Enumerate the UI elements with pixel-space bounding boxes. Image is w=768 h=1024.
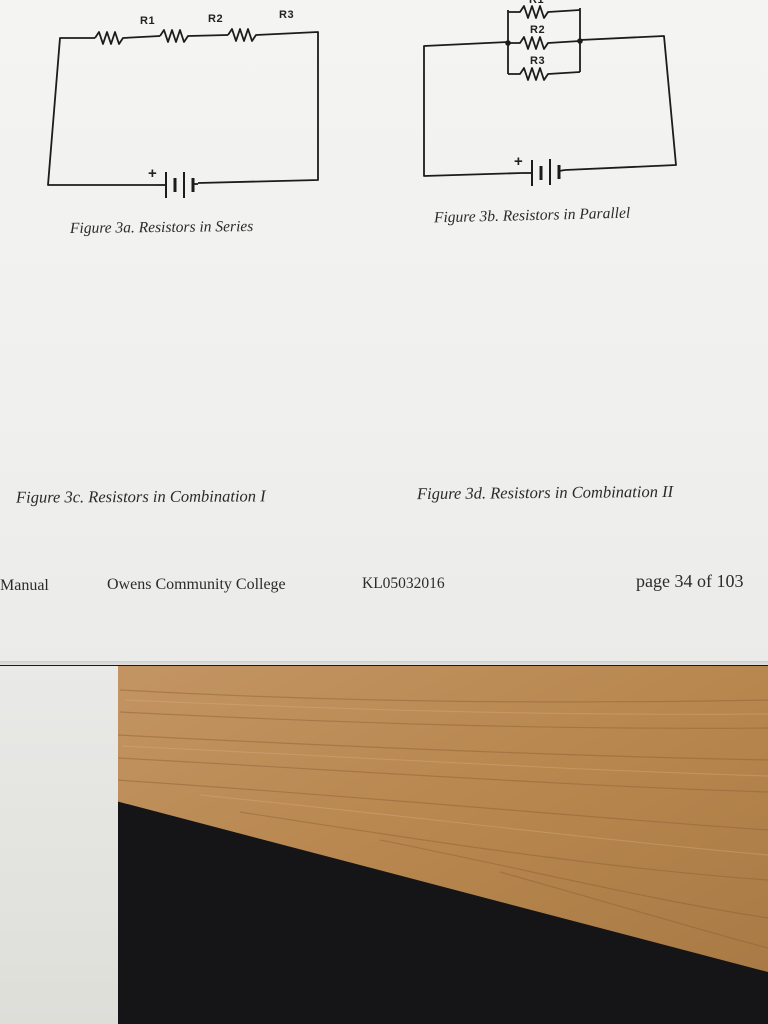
page-edge-shadow xyxy=(0,661,768,667)
footer-college: Owens Community College xyxy=(107,576,286,593)
footer-page-number: page 34 of 103 xyxy=(636,571,744,591)
label-r2: R2 xyxy=(208,13,223,25)
footer-code: KL05032016 xyxy=(362,575,445,592)
footer-manual: Manual xyxy=(0,577,49,594)
battery-plus-label: + xyxy=(148,165,157,182)
lower-paper-sheet xyxy=(0,666,118,1024)
label-r3: R3 xyxy=(279,9,294,21)
battery-plus-label: + xyxy=(514,153,523,170)
footer-page-clip: page 34 of 103 xyxy=(636,569,768,599)
caption-figure-3c: Figure 3c. Resistors in Combination I xyxy=(15,486,266,507)
circuit-diagrams: R1 R2 R3 + R1 R2 xyxy=(0,0,768,665)
caption-figure-3d: Figure 3d. Resistors in Combination II xyxy=(416,481,674,504)
caption-figure-3a: Figure 3a. Resistors in Series xyxy=(69,218,254,237)
label-r2: R2 xyxy=(530,24,545,36)
label-r1: R1 xyxy=(140,15,155,27)
figure-3b-parallel-circuit: R1 R2 R3 + xyxy=(423,0,677,186)
battery-icon xyxy=(522,159,566,186)
worksheet-page xyxy=(0,0,768,665)
figure-3a-series-circuit: R1 R2 R3 + xyxy=(47,9,319,198)
battery-icon xyxy=(155,172,198,198)
label-r1: R1 xyxy=(529,0,544,6)
label-r3: R3 xyxy=(530,55,545,67)
